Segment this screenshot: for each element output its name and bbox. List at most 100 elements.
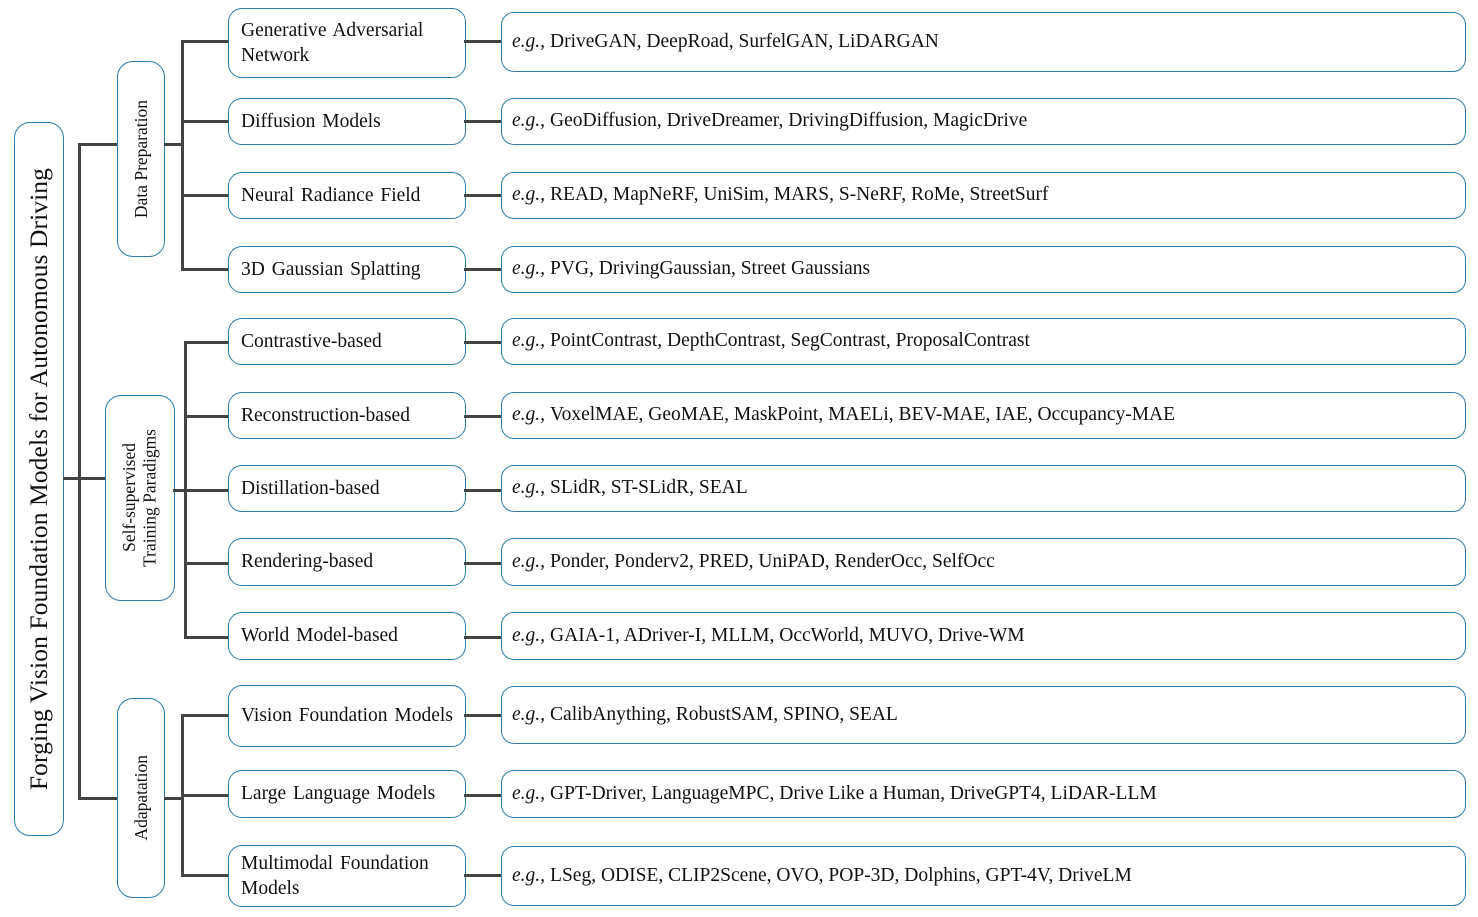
branch-node-label: Adapatation [130,755,151,841]
connector-root-spine [78,143,81,800]
category-node-label: Diffusion Models [241,110,381,132]
connector-world-model-based-to-examples [464,636,504,639]
category-node-vision-foundation-models[interactable]: Vision Foundation Models [228,685,466,747]
examples-node-contrastive-based[interactable]: e.g.,PointContrast, DepthContrast, SegCo… [501,318,1466,365]
connector-gan-to-examples [464,40,504,43]
examples-text: e.g.,CalibAnything, RobustSAM, SPINO, SE… [512,703,898,727]
examples-list: READ, MapNeRF, UniSim, MARS, S-NeRF, RoM… [550,184,1049,206]
examples-node-nerf[interactable]: e.g.,READ, MapNeRF, UniSim, MARS, S-NeRF… [501,172,1466,219]
connector-row-multimodal-foundation-models [181,874,231,877]
connector-row-rendering-based [184,562,231,565]
category-node-contrastive-based[interactable]: Contrastive-based [228,318,466,365]
examples-list: GPT-Driver, LanguageMPC, Drive Like a Hu… [550,782,1157,804]
category-node-gan[interactable]: Generative Adversarial Network [228,8,466,78]
examples-text: e.g.,GAIA-1, ADriver-I, MLLM, OccWorld, … [512,624,1025,648]
category-node-distillation-based[interactable]: Distillation-based [228,465,466,512]
examples-text: e.g.,DriveGAN, DeepRoad, SurfelGAN, LiDA… [512,30,939,54]
examples-text: e.g.,SLidR, ST-SLidR, SEAL [512,476,748,500]
eg-prefix: e.g., [512,477,546,499]
connector-data-preparation-stub [164,143,184,146]
examples-node-distillation-based[interactable]: e.g.,SLidR, ST-SLidR, SEAL [501,465,1466,512]
examples-text: e.g.,GPT-Driver, LanguageMPC, Drive Like… [512,782,1157,806]
root-node-label: Forging Vision Foundation Models for Aut… [24,167,54,791]
category-node-label: Reconstruction-based [241,404,410,426]
connector-contrastive-based-to-examples [464,341,504,344]
category-node-label: 3D Gaussian Splatting [241,258,421,280]
connector-branch-self-supervised [78,477,118,480]
examples-node-vision-foundation-models[interactable]: e.g.,CalibAnything, RobustSAM, SPINO, SE… [501,686,1466,744]
examples-text: e.g.,READ, MapNeRF, UniSim, MARS, S-NeRF… [512,183,1049,207]
category-node-label: Neural Radiance Field [241,184,421,206]
connector-multimodal-foundation-models-to-examples [464,874,504,877]
examples-list: GeoDiffusion, DriveDreamer, DrivingDiffu… [550,110,1028,132]
examples-text: e.g.,Ponder, Ponderv2, PRED, UniPAD, Ren… [512,550,995,574]
connector-row-distillation-based [184,489,231,492]
connector-distillation-based-to-examples [464,489,504,492]
eg-prefix: e.g., [512,624,546,646]
examples-node-multimodal-foundation-models[interactable]: e.g.,LSeg, ODISE, CLIP2Scene, OVO, POP-3… [501,846,1466,906]
connector-root-stub [63,477,80,480]
category-node-label: Contrastive-based [241,330,382,352]
eg-prefix: e.g., [512,258,546,280]
examples-node-rendering-based[interactable]: e.g.,Ponder, Ponderv2, PRED, UniPAD, Ren… [501,538,1466,586]
category-node-label: Rendering-based [241,551,374,573]
connector-rendering-based-to-examples [464,562,504,565]
category-node-world-model-based[interactable]: World Model-based [228,612,466,660]
examples-node-large-language-models[interactable]: e.g.,GPT-Driver, LanguageMPC, Drive Like… [501,770,1466,818]
connector-self-supervised-stub [173,489,187,492]
connector-row-3dgs [181,268,231,271]
examples-list: PointContrast, DepthContrast, SegContras… [550,330,1030,352]
category-node-nerf[interactable]: Neural Radiance Field [228,172,466,219]
eg-prefix: e.g., [512,703,546,725]
eg-prefix: e.g., [512,110,546,132]
examples-text: e.g.,PointContrast, DepthContrast, SegCo… [512,329,1030,353]
examples-list: LSeg, ODISE, CLIP2Scene, OVO, POP-3D, Do… [550,864,1132,886]
examples-list: GAIA-1, ADriver-I, MLLM, OccWorld, MUVO,… [550,624,1025,646]
examples-list: CalibAnything, RobustSAM, SPINO, SEAL [550,703,898,725]
connector-row-gan [181,40,231,43]
connector-row-world-model-based [184,636,231,639]
connector-data-preparation-spine [181,40,184,270]
connector-row-large-language-models [181,794,231,797]
connector-reconstruction-based-to-examples [464,415,504,418]
examples-node-3dgs[interactable]: e.g.,PVG, DrivingGaussian, Street Gaussi… [501,246,1466,293]
examples-node-diffusion-models[interactable]: e.g.,GeoDiffusion, DriveDreamer, Driving… [501,98,1466,145]
category-node-label: Large Language Models [241,783,436,805]
connector-branch-adaptation [78,797,118,800]
eg-prefix: e.g., [512,30,546,52]
category-node-label: Distillation-based [241,477,380,499]
connector-vision-foundation-models-to-examples [464,714,504,717]
examples-text: e.g.,LSeg, ODISE, CLIP2Scene, OVO, POP-3… [512,864,1132,888]
examples-list: SLidR, ST-SLidR, SEAL [550,477,748,499]
examples-node-gan[interactable]: e.g.,DriveGAN, DeepRoad, SurfelGAN, LiDA… [501,12,1466,72]
branch-node-adaptation[interactable]: Adapatation [117,698,165,898]
category-node-multimodal-foundation-models[interactable]: Multimodal Foundation Models [228,845,466,907]
eg-prefix: e.g., [512,550,546,572]
connector-diffusion-models-to-examples [464,120,504,123]
category-node-label: World Model-based [241,625,398,647]
category-node-diffusion-models[interactable]: Diffusion Models [228,98,466,145]
connector-row-nerf [181,194,231,197]
connector-row-reconstruction-based [184,415,231,418]
branch-node-label: Data Preparation [130,99,151,219]
root-node-forging-vision-foundation-models[interactable]: Forging Vision Foundation Models for Aut… [14,122,64,836]
connector-row-diffusion-models [181,120,231,123]
examples-node-world-model-based[interactable]: e.g.,GAIA-1, ADriver-I, MLLM, OccWorld, … [501,612,1466,660]
category-node-rendering-based[interactable]: Rendering-based [228,538,466,586]
category-node-label: Generative Adversarial Network [241,19,424,66]
connector-3dgs-to-examples [464,268,504,271]
examples-node-reconstruction-based[interactable]: e.g.,VoxelMAE, GeoMAE, MaskPoint, MAELi,… [501,392,1466,439]
category-node-reconstruction-based[interactable]: Reconstruction-based [228,392,466,439]
eg-prefix: e.g., [512,864,546,886]
examples-list: Ponder, Ponderv2, PRED, UniPAD, RenderOc… [550,550,995,572]
branch-node-data-preparation[interactable]: Data Preparation [117,61,165,257]
connector-branch-data-preparation [78,143,118,146]
examples-text: e.g.,PVG, DrivingGaussian, Street Gaussi… [512,257,870,281]
category-node-large-language-models[interactable]: Large Language Models [228,770,466,818]
connector-nerf-to-examples [464,194,504,197]
category-node-3dgs[interactable]: 3D Gaussian Splatting [228,246,466,293]
examples-text: e.g.,GeoDiffusion, DriveDreamer, Driving… [512,109,1027,133]
